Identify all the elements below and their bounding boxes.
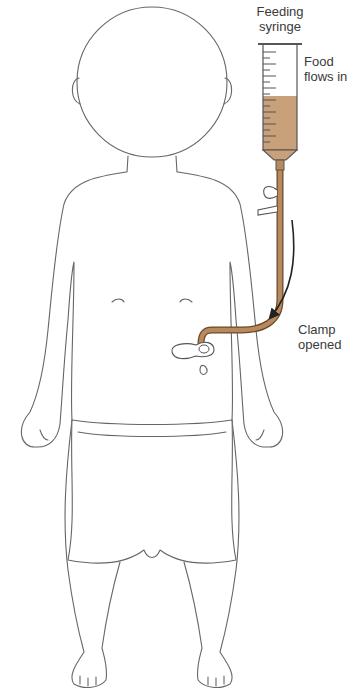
navel <box>200 365 207 374</box>
syringe-tick <box>263 136 276 137</box>
flow-label: Food flows in <box>304 54 348 84</box>
syringe-tick <box>263 58 270 59</box>
feeding-tube <box>201 168 280 344</box>
clamp-label: Clamp opened <box>298 322 354 352</box>
tube-clamp <box>258 187 277 215</box>
flow-arrow <box>270 220 294 318</box>
syringe-tick <box>263 82 270 83</box>
syringe-tick <box>263 52 276 53</box>
syringe-label: Feeding syringe <box>248 4 312 34</box>
syringe-tick <box>263 64 276 65</box>
syringe-tick <box>263 88 276 89</box>
diaper <box>68 420 236 563</box>
gastrostomy-button <box>172 342 214 358</box>
syringe-tick <box>263 118 270 119</box>
syringe-tick <box>263 124 276 125</box>
baby-ear <box>224 78 232 104</box>
baby-ear <box>72 78 80 104</box>
syringe-tick <box>263 106 270 107</box>
syringe-tick <box>263 100 276 101</box>
syringe-tick <box>263 76 276 77</box>
diaper-band <box>78 432 226 437</box>
feeding-syringe <box>258 44 302 170</box>
syringe-tick <box>263 70 270 71</box>
button-port <box>199 345 209 353</box>
feeding-tube <box>201 168 280 344</box>
syringe-tick <box>263 130 270 131</box>
syringe-tick <box>263 94 270 95</box>
syringe-tick <box>263 112 276 113</box>
syringe-tick <box>263 142 270 143</box>
baby-head <box>77 7 227 157</box>
